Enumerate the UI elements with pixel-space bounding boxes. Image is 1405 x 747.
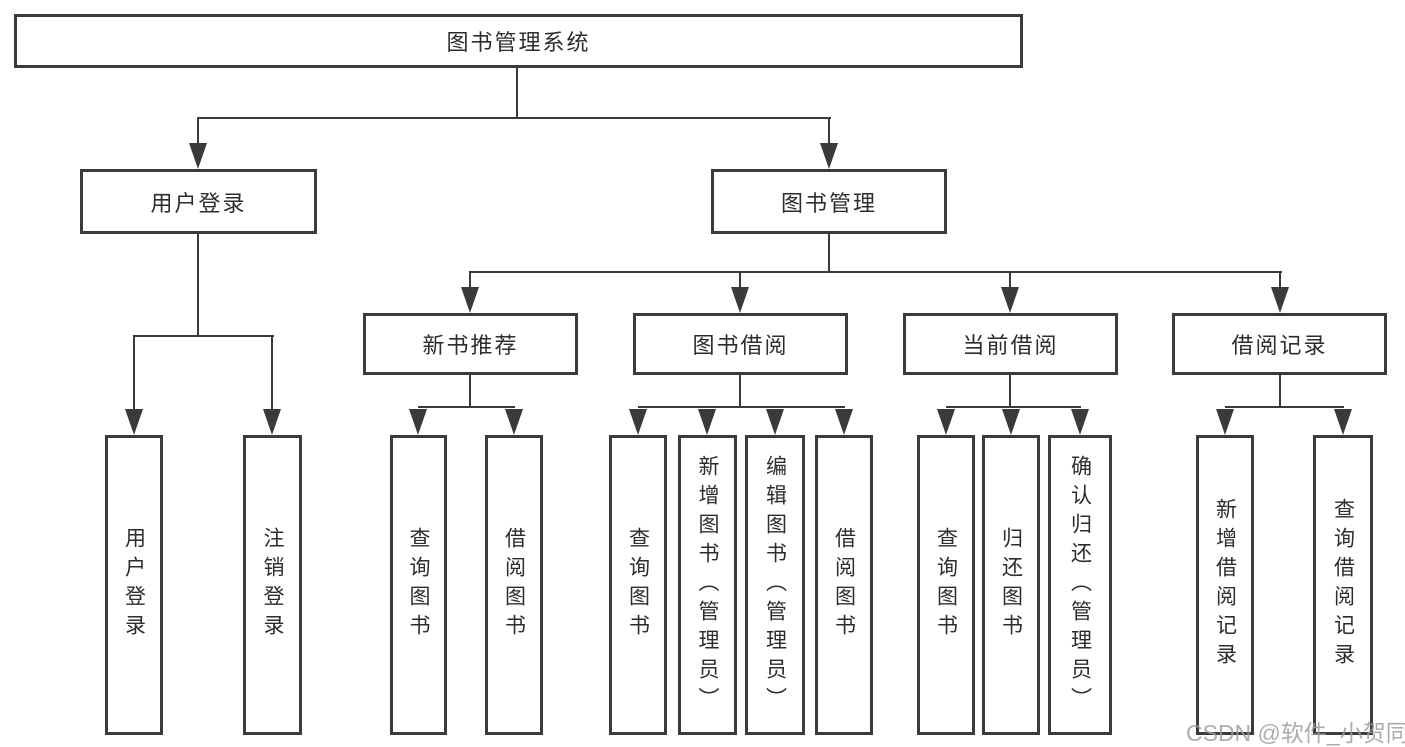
arrow-down-icon — [189, 143, 207, 169]
arrow-down-icon — [461, 287, 479, 313]
leaf-add-books-admin: 新增图书（管理员） — [678, 435, 737, 735]
arrow-down-icon — [505, 409, 523, 435]
node-current-borrowing: 当前借阅 — [903, 313, 1118, 375]
arrow-down-icon — [1271, 287, 1289, 313]
node-book-borrowing: 图书借阅 — [633, 313, 848, 375]
connector-recommend-rail — [418, 406, 515, 408]
node-book-management: 图书管理 — [711, 169, 947, 234]
connector-current-stem — [1009, 374, 1011, 408]
leaf-query-books-borrow: 查询图书 — [609, 435, 667, 735]
connector-root-drop-1 — [197, 118, 199, 145]
leaf-edit-books-admin-label: 编辑图书（管理员） — [763, 454, 787, 716]
leaf-query-books-borrow-label: 查询图书 — [626, 527, 650, 643]
node-new-book-recommend-label: 新书推荐 — [422, 333, 519, 358]
arrow-down-icon — [1334, 409, 1352, 435]
node-current-borrowing-label: 当前借阅 — [962, 333, 1059, 358]
leaf-query-books-current: 查询图书 — [917, 435, 975, 735]
arrow-down-icon — [820, 143, 838, 169]
node-new-book-recommend: 新书推荐 — [363, 313, 578, 375]
connector-userlogin-rail — [133, 335, 274, 337]
node-borrowing-records: 借阅记录 — [1172, 313, 1387, 375]
leaf-user-login-label: 用户登录 — [122, 527, 146, 643]
leaf-add-books-admin-label: 新增图书（管理员） — [696, 454, 719, 716]
connector-bookmgmt-drop-1 — [469, 272, 471, 288]
arrow-down-icon — [937, 409, 955, 435]
node-root: 图书管理系统 — [14, 14, 1023, 68]
arrow-down-icon — [1002, 409, 1020, 435]
connector-bookmgmt-drop-3 — [1009, 272, 1011, 288]
connector-root-stem — [516, 68, 518, 118]
leaf-confirm-return-admin: 确认归还（管理员） — [1048, 435, 1112, 735]
connector-borrowing-rail — [638, 406, 845, 408]
node-borrowing-records-label: 借阅记录 — [1231, 333, 1328, 358]
connector-userlogin-drop-2 — [271, 336, 273, 414]
leaf-query-books-recommend: 查询图书 — [390, 435, 447, 735]
arrow-down-icon — [835, 409, 853, 435]
arrow-down-icon — [698, 409, 716, 435]
leaf-query-borrow-record: 查询借阅记录 — [1313, 435, 1373, 735]
connector-bookmgmt-rail — [469, 271, 1282, 273]
leaf-query-books-recommend-label: 查询图书 — [407, 527, 430, 643]
node-book-management-label: 图书管理 — [780, 190, 877, 216]
csdn-watermark: CSDN @软件_小贺同学 — [1186, 720, 1405, 746]
leaf-user-login: 用户登录 — [105, 435, 163, 735]
node-book-borrowing-label: 图书借阅 — [692, 333, 789, 358]
leaf-query-borrow-record-label: 查询借阅记录 — [1331, 498, 1355, 672]
connector-records-rail — [1225, 406, 1344, 408]
arrow-down-icon — [1071, 409, 1089, 435]
leaf-logout: 注销登录 — [243, 435, 302, 735]
leaf-add-borrow-record-label: 新增借阅记录 — [1213, 498, 1237, 672]
leaf-query-books-current-label: 查询图书 — [934, 527, 958, 643]
leaf-logout-label: 注销登录 — [261, 527, 284, 643]
arrow-down-icon — [766, 409, 784, 435]
arrow-down-icon — [409, 409, 427, 435]
leaf-edit-books-admin: 编辑图书（管理员） — [745, 435, 805, 735]
leaf-return-books-label: 归还图书 — [999, 527, 1023, 643]
arrow-down-icon — [125, 409, 143, 435]
connector-recommend-stem — [469, 374, 471, 408]
connector-root-rail — [197, 117, 831, 119]
node-root-label: 图书管理系统 — [446, 30, 591, 55]
connector-userlogin-stem — [197, 233, 199, 337]
connector-bookmgmt-stem — [828, 233, 830, 273]
arrow-down-icon — [629, 409, 647, 435]
leaf-confirm-return-admin-label: 确认归还（管理员） — [1068, 454, 1092, 716]
arrow-down-icon — [1001, 287, 1019, 313]
connector-current-rail — [946, 406, 1081, 408]
connector-userlogin-drop-1 — [133, 336, 135, 414]
connector-bookmgmt-drop-2 — [739, 272, 741, 288]
node-user-login-label: 用户登录 — [150, 190, 247, 216]
leaf-borrow-books-label: 借阅图书 — [832, 527, 856, 643]
leaf-borrow-books-recommend: 借阅图书 — [485, 435, 543, 735]
node-user-login: 用户登录 — [80, 169, 317, 234]
connector-records-stem — [1279, 374, 1281, 408]
arrow-down-icon — [263, 409, 281, 435]
arrow-down-icon — [1216, 409, 1234, 435]
connector-borrowing-stem — [739, 374, 741, 408]
arrow-down-icon — [731, 287, 749, 313]
leaf-borrow-books-recommend-label: 借阅图书 — [502, 527, 526, 643]
leaf-borrow-books: 借阅图书 — [815, 435, 873, 735]
leaf-add-borrow-record: 新增借阅记录 — [1196, 435, 1254, 735]
connector-bookmgmt-drop-4 — [1279, 272, 1281, 288]
connector-root-drop-2 — [828, 118, 830, 145]
leaf-return-books: 归还图书 — [982, 435, 1040, 735]
